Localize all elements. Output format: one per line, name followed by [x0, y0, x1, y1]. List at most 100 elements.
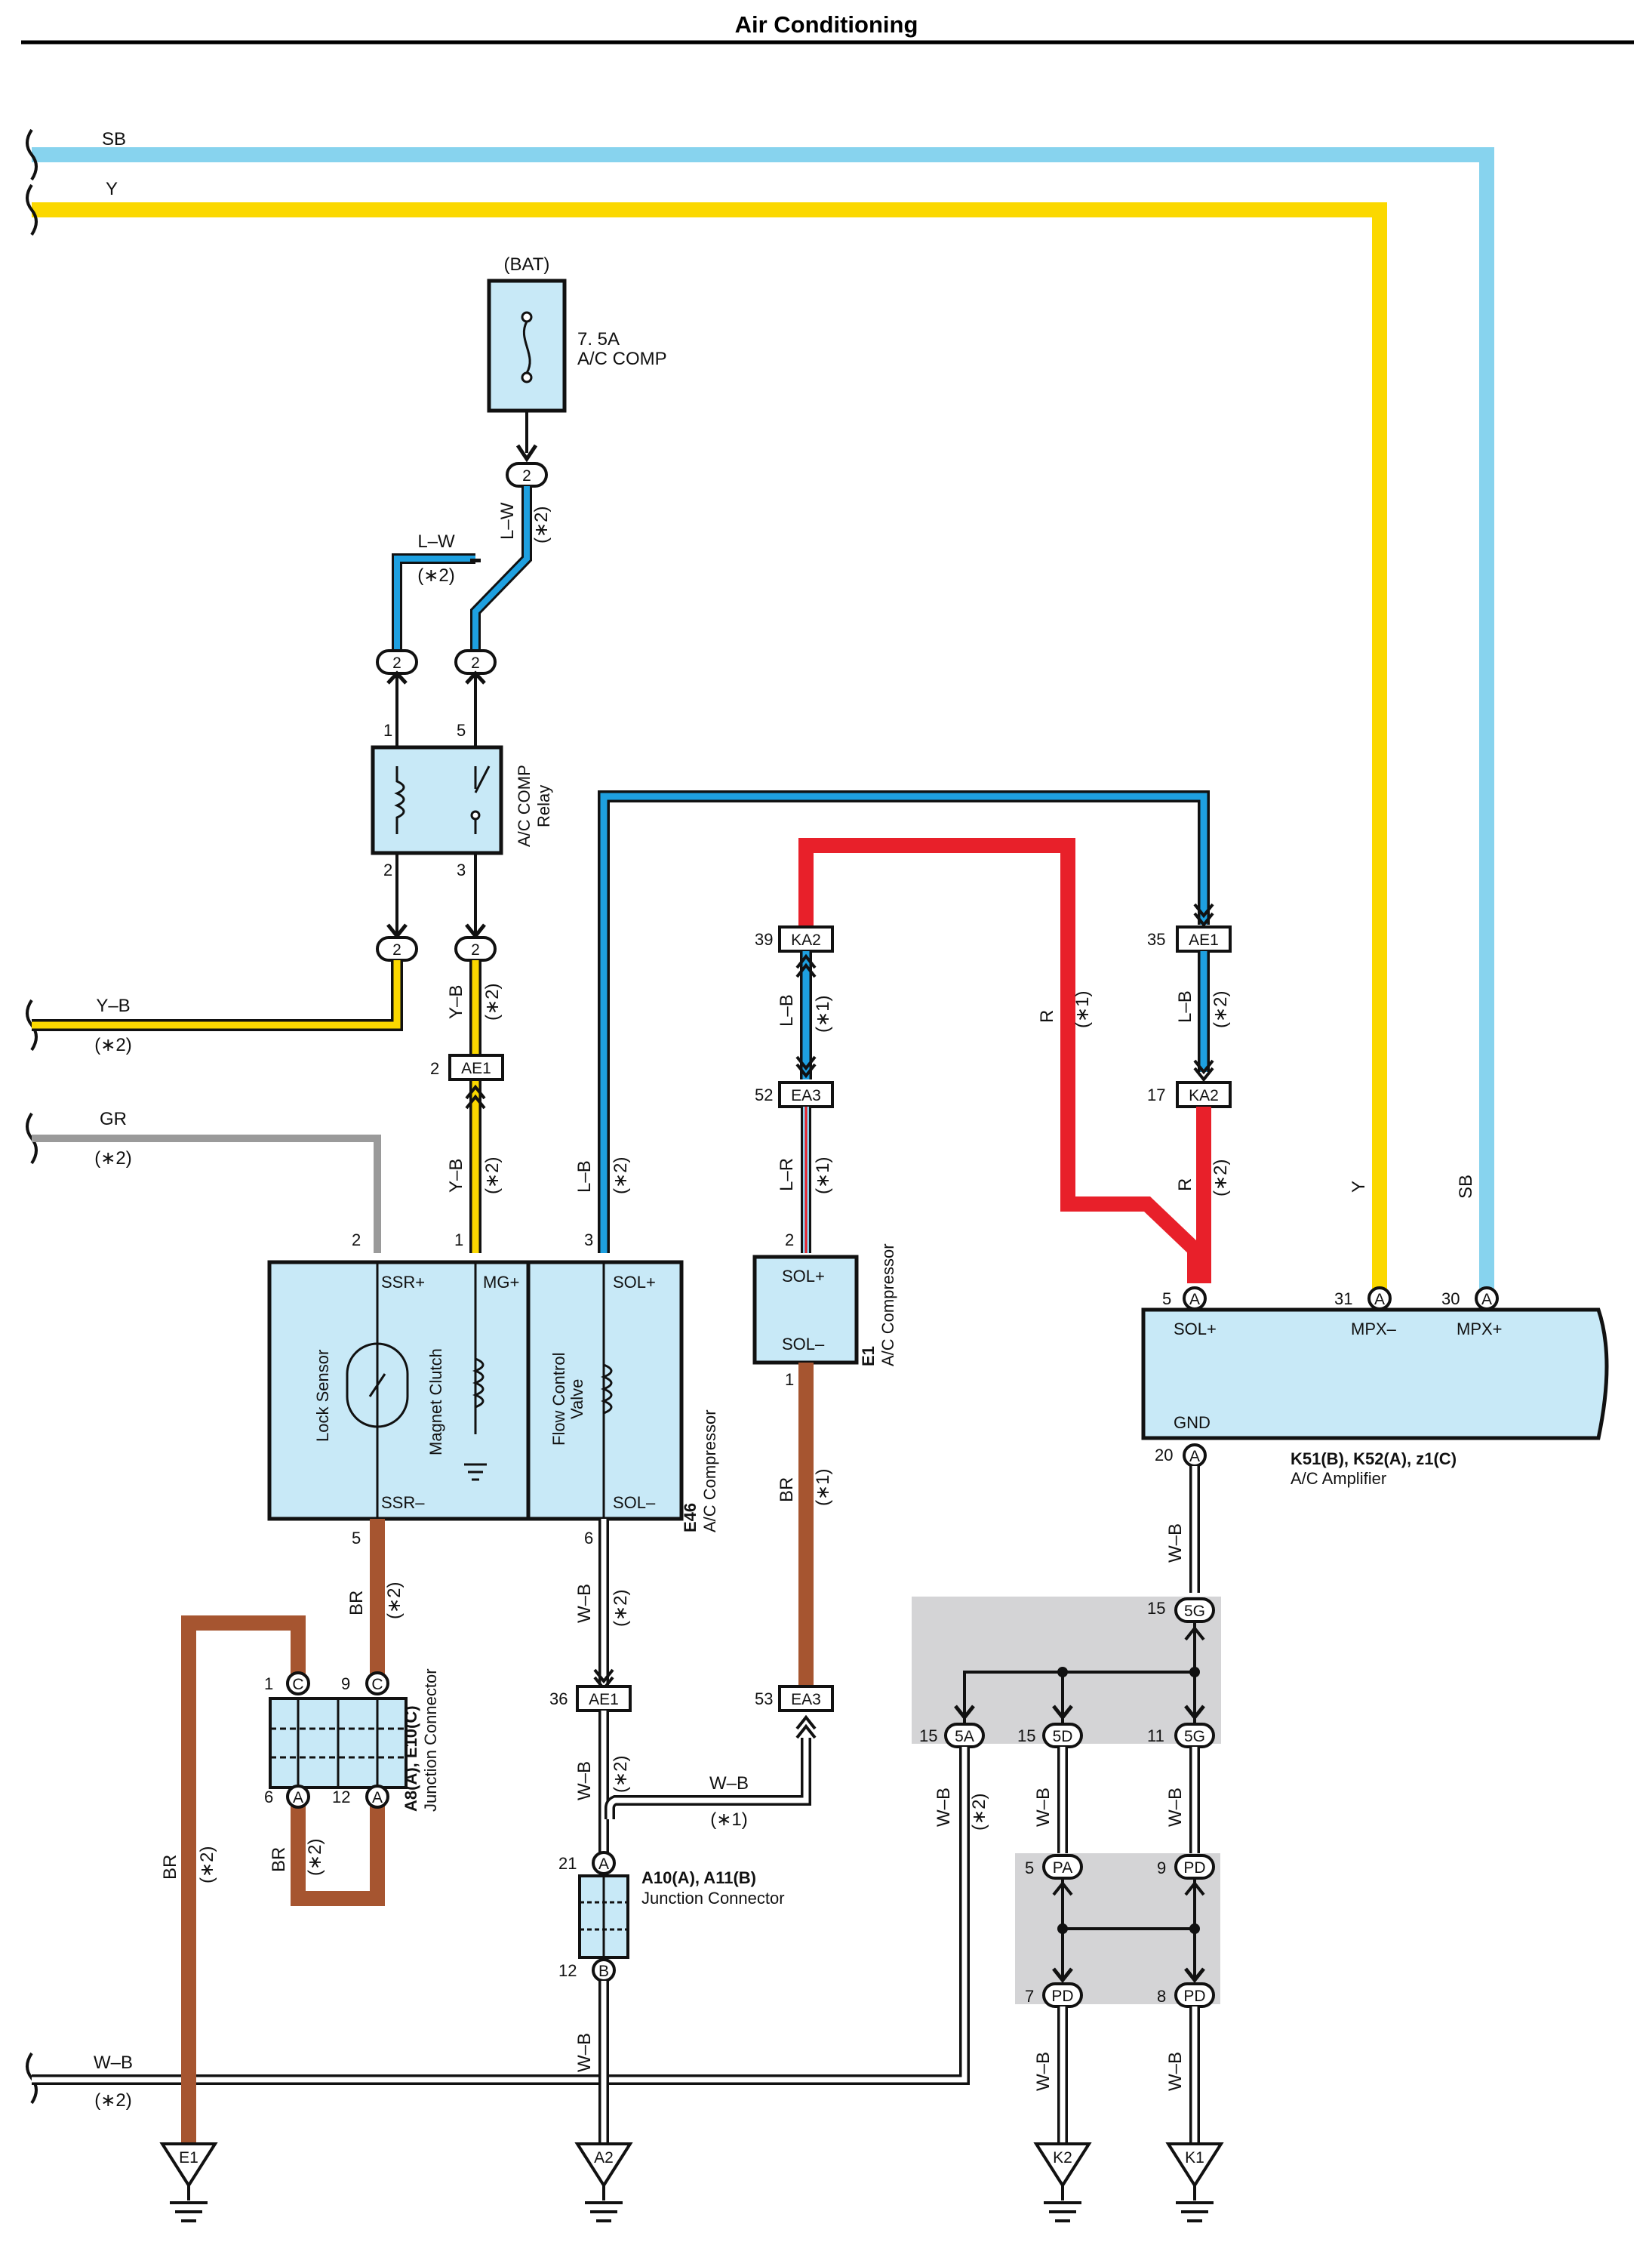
- svg-text:MPX+: MPX+: [1457, 1320, 1503, 1338]
- wire-lb-sol: L–B (∗2): [574, 790, 1210, 1253]
- wire-wb-amp: W–B: [1165, 1466, 1200, 1593]
- svg-text:KA2: KA2: [791, 932, 821, 949]
- svg-text:8: 8: [1157, 1987, 1166, 2006]
- connector-ea3-53: 53 EA3: [755, 1685, 834, 1739]
- wire-break-marks: [26, 128, 38, 2105]
- svg-text:9: 9: [1157, 1859, 1166, 1877]
- wire-br-e1: BR (∗1): [777, 1363, 833, 1691]
- wire-wb-ae1-jc: W–B (∗2) W–B (∗1): [574, 1711, 811, 1865]
- svg-text:11: 11: [1147, 1726, 1164, 1745]
- svg-text:39: 39: [755, 930, 773, 949]
- svg-text:PD: PD: [1183, 1988, 1205, 2005]
- svg-text:L–W: L–W: [497, 502, 518, 540]
- svg-text:5: 5: [457, 721, 466, 740]
- svg-text:R: R: [1175, 1178, 1195, 1191]
- svg-text:Lock Sensor: Lock Sensor: [313, 1350, 332, 1442]
- svg-text:2: 2: [471, 941, 480, 959]
- svg-text:SOL+: SOL+: [1174, 1320, 1217, 1338]
- svg-text:L–B: L–B: [574, 1160, 595, 1193]
- svg-text:W–B: W–B: [1033, 2052, 1054, 2091]
- ground-e1: E1: [159, 2142, 218, 2222]
- svg-text:(∗1): (∗1): [813, 1157, 833, 1194]
- svg-text:A: A: [1481, 1291, 1492, 1308]
- svg-text:5D: 5D: [1053, 1728, 1073, 1745]
- svg-text:W–B: W–B: [1165, 2052, 1186, 2091]
- svg-text:Y–B: Y–B: [96, 996, 130, 1016]
- svg-text:35: 35: [1147, 930, 1165, 949]
- svg-text:L–R: L–R: [777, 1158, 797, 1191]
- svg-text:2: 2: [392, 941, 401, 959]
- svg-text:Y–B: Y–B: [446, 985, 466, 1019]
- svg-text:12: 12: [558, 1961, 577, 1980]
- amp-pin-31: 31 A: [1334, 1286, 1392, 1310]
- svg-text:A/C Amplifier: A/C Amplifier: [1291, 1469, 1386, 1488]
- svg-text:Flow Control: Flow Control: [549, 1353, 568, 1446]
- svg-text:EA3: EA3: [791, 1691, 821, 1708]
- junction-connector-a8-e10: 1 C 9 C 6 A 12 A A8(A), E10(C) Junction …: [264, 1668, 440, 1812]
- svg-text:9: 9: [341, 1674, 350, 1693]
- svg-text:A: A: [1189, 1448, 1200, 1465]
- svg-text:W–B: W–B: [574, 1761, 595, 1800]
- svg-text:W–B: W–B: [94, 2053, 133, 2073]
- svg-text:(∗1): (∗1): [1072, 991, 1093, 1028]
- svg-text:A: A: [372, 1789, 383, 1806]
- wire-lb-e1: L–B (∗1): [777, 951, 833, 1079]
- svg-text:7: 7: [1025, 1987, 1034, 2006]
- svg-text:(∗2): (∗2): [482, 984, 503, 1021]
- svg-text:5: 5: [1025, 1859, 1034, 1877]
- svg-text:GR: GR: [100, 1109, 127, 1129]
- component-ac-amplifier: 5 A 31 A 30 A SOL+ MPX– MPX+ GND 20 A K5…: [1141, 1286, 1609, 1488]
- svg-text:E46: E46: [681, 1503, 700, 1532]
- svg-text:A/C COMP: A/C COMP: [515, 765, 534, 847]
- svg-text:SOL–: SOL–: [782, 1335, 825, 1354]
- svg-text:A/C Compressor: A/C Compressor: [878, 1243, 897, 1366]
- svg-text:2: 2: [785, 1230, 794, 1249]
- svg-text:(∗1): (∗1): [813, 1469, 833, 1506]
- svg-text:5A: 5A: [955, 1728, 974, 1745]
- svg-text:15: 15: [1017, 1726, 1035, 1745]
- svg-text:(∗1): (∗1): [813, 996, 833, 1033]
- svg-text:W–B: W–B: [574, 1584, 595, 1623]
- svg-text:K51(B), K52(A), z1(C): K51(B), K52(A), z1(C): [1291, 1449, 1457, 1468]
- svg-text:L–B: L–B: [777, 994, 797, 1027]
- svg-text:BR: BR: [269, 1847, 289, 1872]
- svg-text:(∗2): (∗2): [417, 565, 454, 586]
- svg-text:BR: BR: [346, 1591, 367, 1615]
- svg-text:SOL+: SOL+: [782, 1267, 825, 1286]
- page-title: Air Conditioning: [735, 11, 918, 38]
- connector-ae1-35: 35 AE1: [1147, 903, 1232, 953]
- svg-text:(∗2): (∗2): [969, 1794, 989, 1831]
- wire-wb-e46: W–B (∗2): [574, 1519, 631, 1692]
- svg-text:BR: BR: [777, 1477, 797, 1502]
- svg-text:12: 12: [332, 1788, 350, 1806]
- svg-text:EA3: EA3: [791, 1087, 821, 1104]
- svg-text:(∗2): (∗2): [384, 1582, 405, 1619]
- svg-text:PD: PD: [1183, 1859, 1205, 1877]
- connector-ae1-36: 36 AE1: [549, 1685, 632, 1712]
- svg-text:15: 15: [1147, 1599, 1165, 1618]
- svg-text:R: R: [1037, 1010, 1057, 1023]
- wire-sb: SB SB: [32, 129, 1494, 1298]
- svg-text:MPX–: MPX–: [1351, 1320, 1397, 1338]
- svg-text:B: B: [598, 1963, 609, 1980]
- component-e46: 2 1 3 SSR+ MG+ SOL+ SSR– SOL– Lock Senso…: [267, 1230, 719, 1548]
- svg-text:PD: PD: [1051, 1988, 1073, 2005]
- svg-text:1: 1: [264, 1674, 273, 1693]
- junction-connector-a10-a11: 21 A 12 B A10(A), A11(B) Junction Connec…: [558, 1851, 785, 1982]
- svg-text:(∗2): (∗2): [611, 1756, 631, 1793]
- svg-text:5: 5: [352, 1529, 361, 1548]
- svg-text:A: A: [1374, 1291, 1385, 1308]
- svg-text:2: 2: [352, 1230, 361, 1249]
- wire-wb-5a: W–B (∗2) W–B (∗2): [32, 1747, 989, 2111]
- svg-text:(∗2): (∗2): [482, 1157, 503, 1194]
- svg-text:C: C: [371, 1676, 383, 1693]
- wire-br-loop: BR (∗2) BR (∗2): [160, 1615, 385, 2144]
- svg-text:(∗2): (∗2): [1211, 1159, 1231, 1196]
- svg-text:Junction Connector: Junction Connector: [421, 1668, 440, 1812]
- svg-text:A: A: [598, 1856, 609, 1873]
- relay-ac-comp: 1 5 A/C COMP Relay 2 3: [371, 721, 553, 879]
- wire-lr: L–R (∗1): [777, 1107, 833, 1253]
- svg-text:(∗2): (∗2): [531, 507, 552, 544]
- svg-text:Relay: Relay: [534, 785, 553, 827]
